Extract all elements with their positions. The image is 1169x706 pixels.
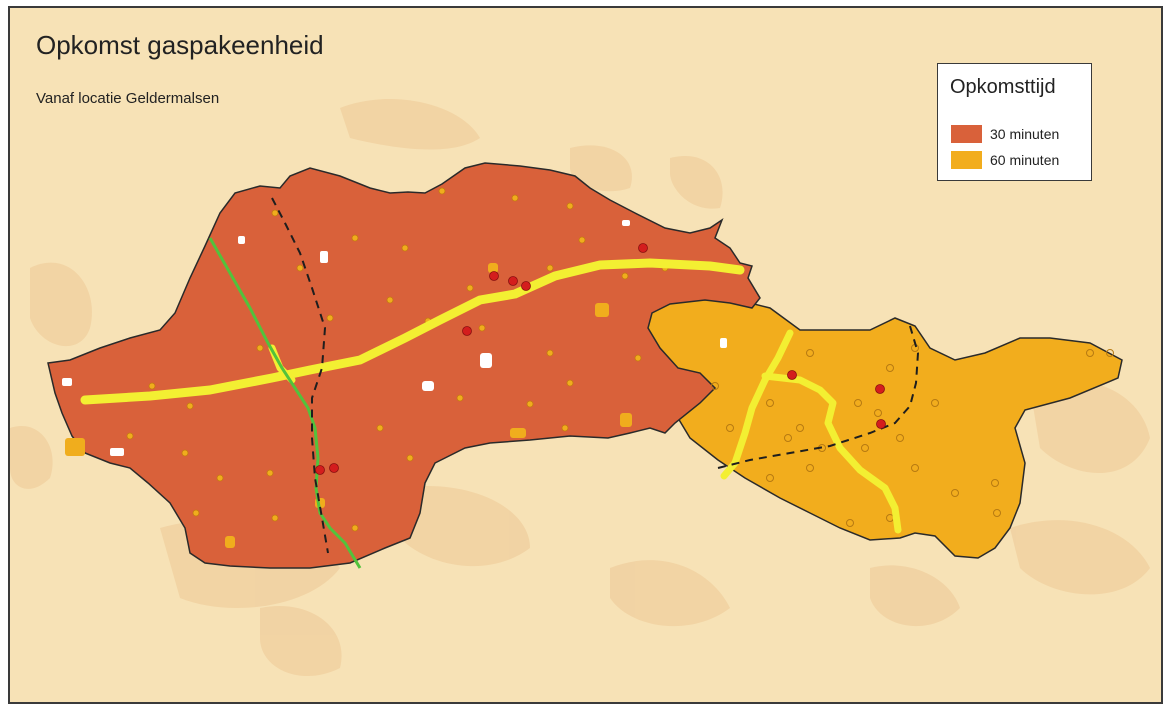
legend-label-30: 30 minuten bbox=[990, 126, 1060, 142]
hollow-points bbox=[711, 344, 1114, 527]
region-30-minuten[interactable] bbox=[47, 162, 761, 569]
map-frame[interactable]: Opkomst gaspakeenheid Vanaf locatie Geld… bbox=[8, 6, 1163, 704]
red-points bbox=[315, 243, 886, 475]
legend-item-60: 60 minuten bbox=[951, 150, 1059, 170]
legend-title: Opkomsttijd bbox=[950, 76, 1056, 98]
legend: Opkomsttijd 30 minuten 60 minuten bbox=[937, 63, 1092, 181]
map-canvas[interactable] bbox=[10, 8, 1163, 704]
legend-swatch-30 bbox=[951, 125, 982, 143]
legend-item-30: 30 minuten bbox=[951, 124, 1059, 144]
legend-label-60: 60 minuten bbox=[990, 152, 1060, 168]
map-subtitle: Vanaf locatie Geldermalsen bbox=[36, 90, 220, 107]
legend-swatch-60 bbox=[951, 151, 982, 169]
map-title: Opkomst gaspakeenheid bbox=[36, 30, 324, 60]
green-road bbox=[208, 237, 362, 569]
region-30-orange-spots bbox=[65, 263, 632, 548]
white-patches bbox=[62, 220, 727, 456]
background-land-patches bbox=[10, 99, 1150, 677]
